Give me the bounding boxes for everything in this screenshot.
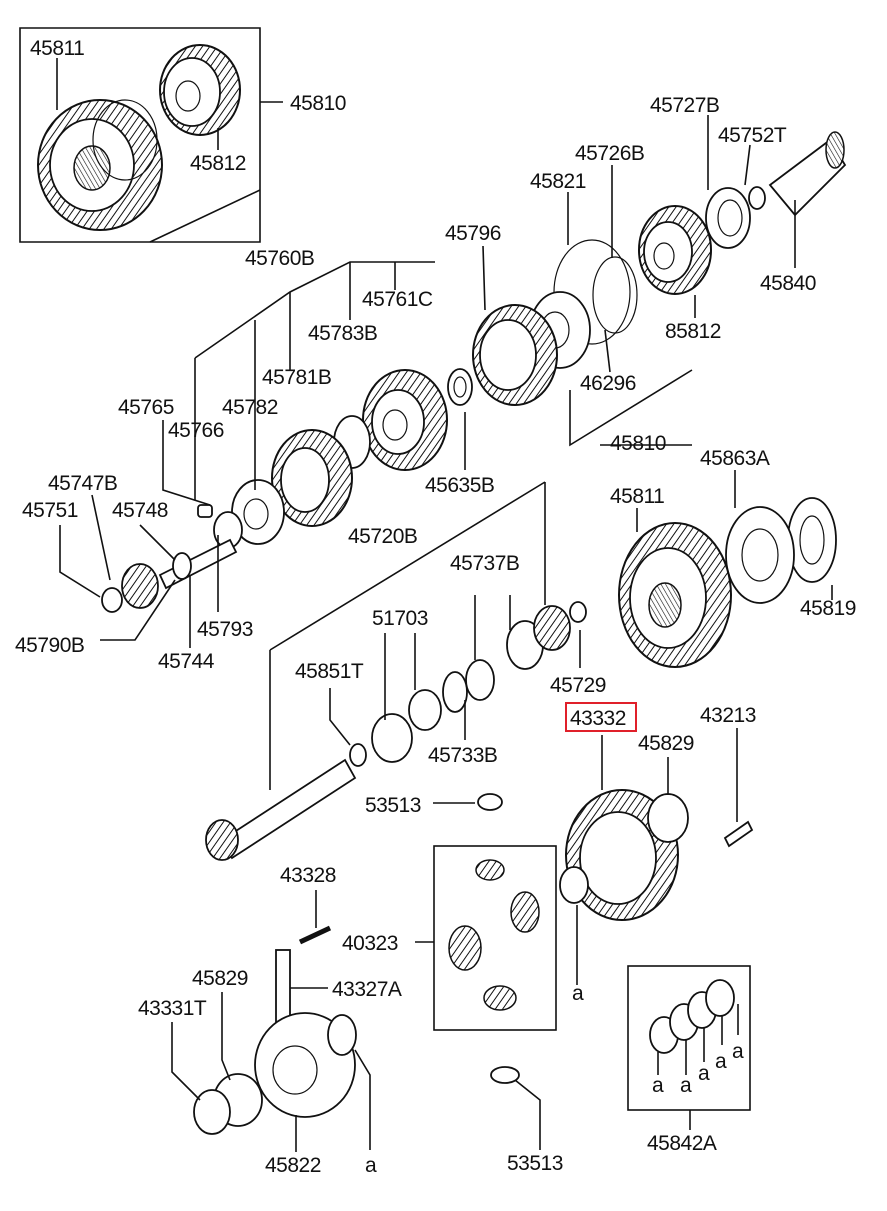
- shims-45842a[interactable]: [649, 979, 735, 1054]
- highlight-43332: [565, 702, 637, 732]
- bearing-45727b[interactable]: [705, 187, 751, 249]
- nut-45819[interactable]: [787, 497, 837, 583]
- label-45782: 45782: [222, 396, 278, 419]
- label-45781b: 45781B: [262, 366, 331, 389]
- label-45811-inset: 45811: [30, 37, 84, 60]
- label-45810: 45810: [610, 432, 666, 455]
- ring-45635b[interactable]: [447, 368, 473, 406]
- bearing-45737b[interactable]: [506, 605, 571, 670]
- bearing-45829-upper[interactable]: [647, 793, 689, 843]
- label-43327a: 43327A: [332, 978, 402, 1001]
- label-45726b: 45726B: [575, 142, 644, 165]
- label-a-lower: a: [365, 1154, 377, 1177]
- label-45783b: 45783B: [308, 322, 377, 345]
- label-45752t: 45752T: [718, 124, 787, 147]
- bearing-45863a[interactable]: [725, 506, 795, 604]
- label-45863a: 45863A: [700, 447, 770, 470]
- pin-43328[interactable]: [298, 925, 332, 945]
- label-a-shim-2: a: [698, 1062, 710, 1085]
- shaft-45744[interactable]: [158, 538, 238, 590]
- ring-45752t[interactable]: [748, 186, 766, 210]
- callout-labels: 45811 45810 45812 45727B 45752T 45726B 4…: [15, 37, 856, 1177]
- label-45840: 45840: [760, 272, 816, 295]
- box-40323: [433, 845, 557, 1031]
- pinion-gears-40323[interactable]: [448, 859, 540, 1011]
- label-45842a: 45842A: [647, 1132, 717, 1155]
- label-43332: 43332: [570, 707, 626, 730]
- bearing-45748[interactable]: [172, 552, 192, 580]
- label-45822: 45822: [265, 1154, 321, 1177]
- gear-85812[interactable]: [638, 205, 712, 295]
- label-45635b: 45635B: [425, 474, 494, 497]
- label-45744: 45744: [158, 650, 215, 673]
- label-53513-upper: 53513: [365, 794, 421, 817]
- shaft-45840[interactable]: [768, 131, 847, 217]
- label-45727b: 45727B: [650, 94, 719, 117]
- label-45765: 45765: [118, 396, 174, 419]
- bolt-43213[interactable]: [723, 820, 754, 848]
- label-45793: 45793: [197, 618, 253, 641]
- ring-45851t[interactable]: [349, 743, 367, 767]
- label-45766: 45766: [168, 419, 224, 442]
- gear-45812-inset[interactable]: [159, 44, 241, 136]
- label-45761c: 45761C: [362, 288, 433, 311]
- label-a-shim-0: a: [652, 1074, 664, 1097]
- label-45790b: 45790B: [15, 634, 84, 657]
- label-45819: 45819: [800, 597, 856, 620]
- label-a-shim-4: a: [732, 1040, 744, 1063]
- label-53513-lower: 53513: [507, 1152, 563, 1175]
- label-43328: 43328: [280, 864, 336, 887]
- gear-45747b[interactable]: [121, 563, 159, 609]
- label-45796: 45796: [445, 222, 501, 245]
- gear-45761c[interactable]: [362, 369, 448, 471]
- washer-53513-upper[interactable]: [477, 793, 503, 811]
- label-45829-lower: 45829: [192, 967, 248, 990]
- label-45729: 45729: [550, 674, 606, 697]
- label-46296: 46296: [580, 372, 636, 395]
- label-a-shim-1: a: [680, 1074, 692, 1097]
- leader-lines: [56, 58, 833, 1152]
- shaft-45720b[interactable]: [205, 758, 357, 861]
- bearing-45733b[interactable]: [442, 659, 495, 713]
- label-45760b: 45760B: [245, 247, 314, 270]
- label-45810-inset: 45810: [290, 92, 346, 115]
- label-85812: 85812: [665, 320, 721, 343]
- gear-45781b[interactable]: [271, 429, 353, 527]
- label-a-upper: a: [572, 982, 584, 1005]
- label-45829-upper: 45829: [638, 732, 694, 755]
- box-45842a: [627, 965, 751, 1111]
- label-40323: 40323: [342, 932, 398, 955]
- label-43213: 43213: [700, 704, 756, 727]
- label-45812: 45812: [190, 152, 246, 175]
- label-45737b: 45737B: [450, 552, 519, 575]
- nut-45751[interactable]: [101, 587, 123, 613]
- nut-45729[interactable]: [569, 601, 587, 623]
- label-45751: 45751: [22, 499, 78, 522]
- label-45851t: 45851T: [295, 660, 364, 683]
- label-45720b: 45720B: [348, 525, 417, 548]
- label-43331t: 43331T: [138, 997, 207, 1020]
- label-45821: 45821: [530, 170, 586, 193]
- label-51703: 51703: [372, 607, 428, 630]
- label-45811: 45811: [610, 485, 664, 508]
- plate-45782[interactable]: [231, 479, 285, 545]
- bearing-51703[interactable]: [371, 689, 442, 763]
- bolt-45766[interactable]: [197, 504, 213, 518]
- washer-53513-lower[interactable]: [490, 1066, 520, 1084]
- gear-45796[interactable]: [472, 304, 558, 406]
- ring-gear-45811[interactable]: [618, 522, 732, 668]
- ring-gear-45811-inset[interactable]: [37, 99, 163, 231]
- label-a-shim-3: a: [715, 1050, 727, 1073]
- diff-case-45822[interactable]: [254, 1012, 357, 1118]
- label-45733b: 45733B: [428, 744, 497, 767]
- label-45747b: 45747B: [48, 472, 117, 495]
- inset-box-45810: [19, 27, 261, 243]
- shim-a-upper[interactable]: [559, 866, 589, 904]
- seal-43331t[interactable]: [193, 1089, 231, 1135]
- label-45748: 45748: [112, 499, 168, 522]
